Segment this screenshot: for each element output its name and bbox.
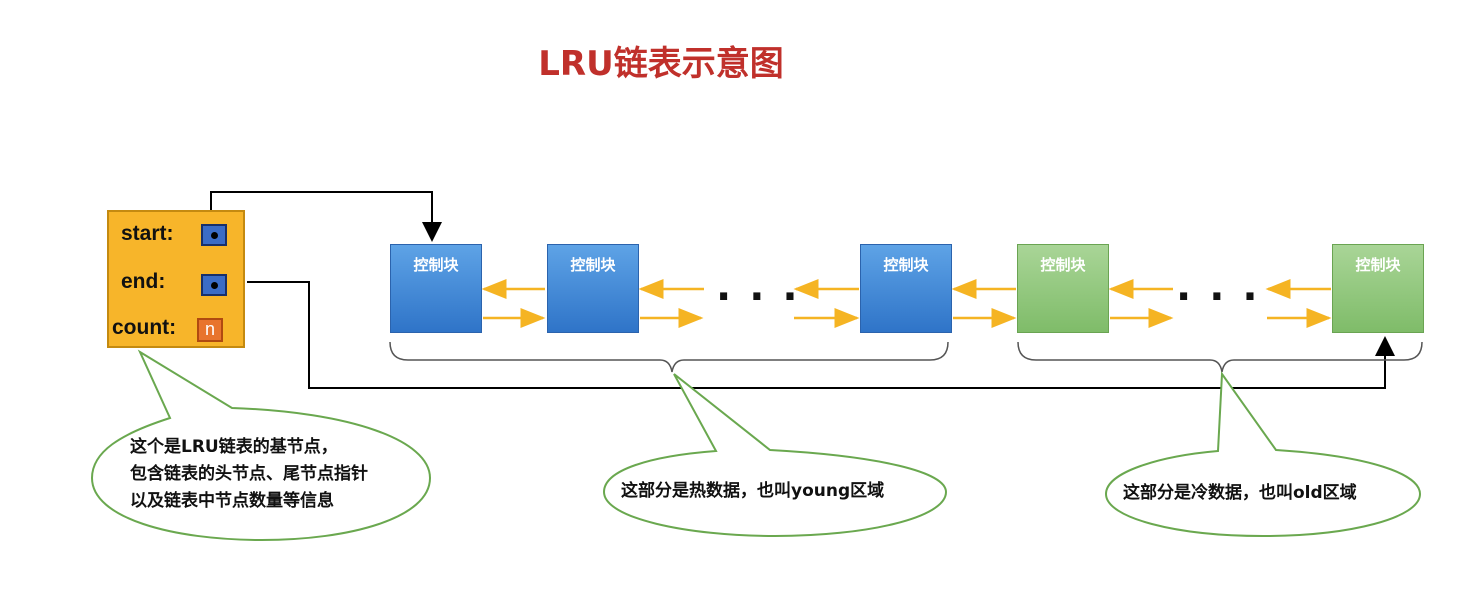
base-node-callout <box>90 349 432 542</box>
end-label: end: <box>121 270 166 293</box>
hot-ellipsis: ... <box>716 264 816 310</box>
callout-line: 这个是LRU链表的基节点， <box>130 437 338 457</box>
young-callout-text: 这部分是热数据，也叫young区域 <box>621 481 885 501</box>
callout-line: 以及链表中节点数量等信息 <box>130 491 334 511</box>
start-pointer-box <box>201 224 227 246</box>
start-label: start: <box>121 222 174 245</box>
count-label: count: <box>112 316 177 339</box>
callout-line: 包含链表的头节点、尾节点指针 <box>130 464 368 484</box>
old-callout-text: 这部分是冷数据，也叫old区域 <box>1123 483 1357 503</box>
end-pointer-box <box>201 274 227 296</box>
pointer-dot <box>211 282 218 289</box>
count-value: n <box>197 318 223 342</box>
base-node-callout-text: 这个是LRU链表的基节点， 包含链表的头节点、尾节点指针 以及链表中节点数量等信… <box>130 434 368 515</box>
young-callout <box>602 373 948 538</box>
end-pointer-line <box>247 281 1395 389</box>
pointer-dot <box>211 232 218 239</box>
old-region-brace <box>1017 341 1423 373</box>
cold-control-block: 控制块 <box>1017 244 1109 333</box>
diagram-title: LRU链表示意图 <box>538 44 784 84</box>
hot-control-block: 控制块 <box>860 244 952 333</box>
hot-control-block: 控制块 <box>390 244 482 333</box>
cold-control-block: 控制块 <box>1332 244 1424 333</box>
lru-base-node: start: end: count: n <box>107 210 245 348</box>
cold-ellipsis: ... <box>1176 264 1276 310</box>
old-callout <box>1104 371 1422 538</box>
young-region-brace <box>389 341 949 373</box>
hot-control-block: 控制块 <box>547 244 639 333</box>
